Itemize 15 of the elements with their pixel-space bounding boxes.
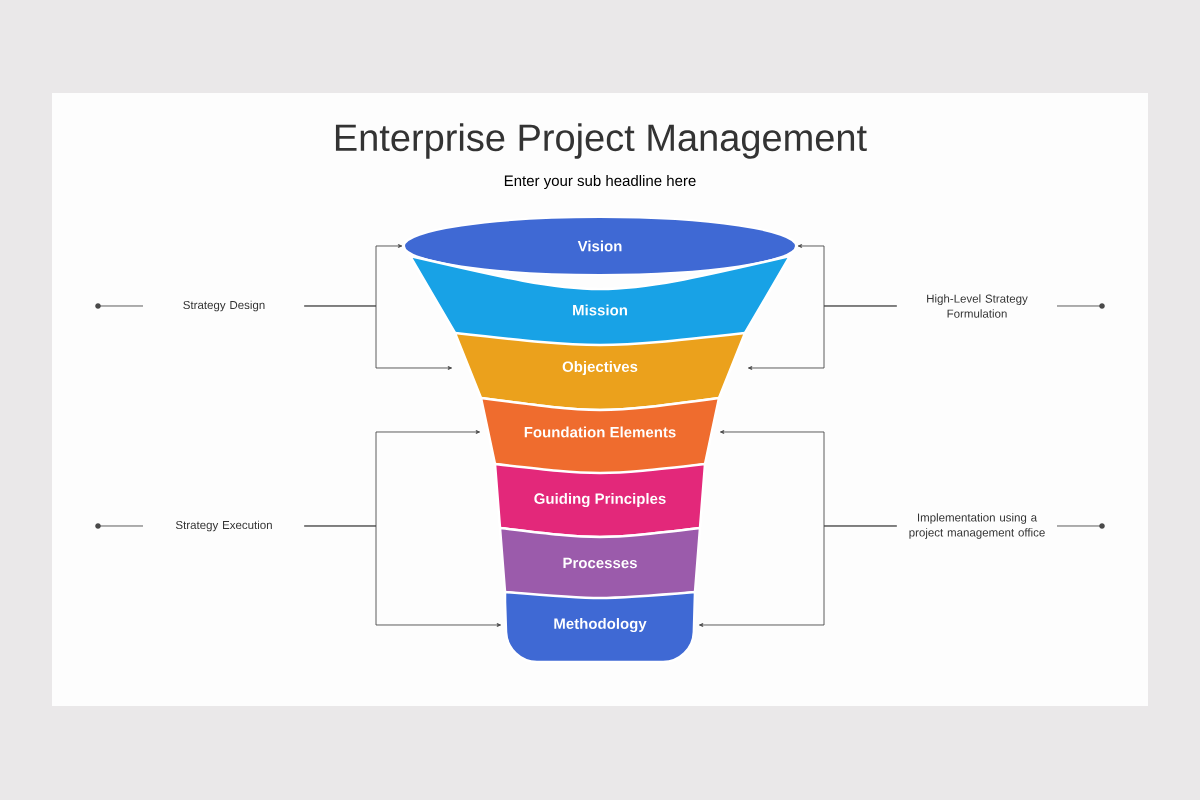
funnel-layer: Processes bbox=[498, 526, 702, 603]
funnel-layer: Guiding Principles bbox=[493, 462, 707, 539]
side-label: High-Level Strategy Formulation bbox=[927, 294, 1028, 318]
connector-arrow bbox=[698, 525, 898, 627]
connector-arrow bbox=[303, 305, 453, 370]
connector-arrow bbox=[747, 305, 898, 370]
funnel-layer: Objectives bbox=[453, 331, 747, 412]
subtitle: Enter your sub headline here bbox=[504, 175, 696, 189]
side-label: Strategy Design bbox=[183, 300, 265, 312]
side-label: Implementation using a project management office bbox=[909, 513, 1045, 539]
side-label: Strategy Execution bbox=[175, 520, 272, 532]
funnel-layer: Methodology bbox=[503, 590, 697, 664]
funnel-layer: Foundation Elements bbox=[479, 396, 721, 478]
connector-arrow bbox=[303, 525, 502, 627]
title: Enterprise Project Management bbox=[335, 123, 867, 159]
